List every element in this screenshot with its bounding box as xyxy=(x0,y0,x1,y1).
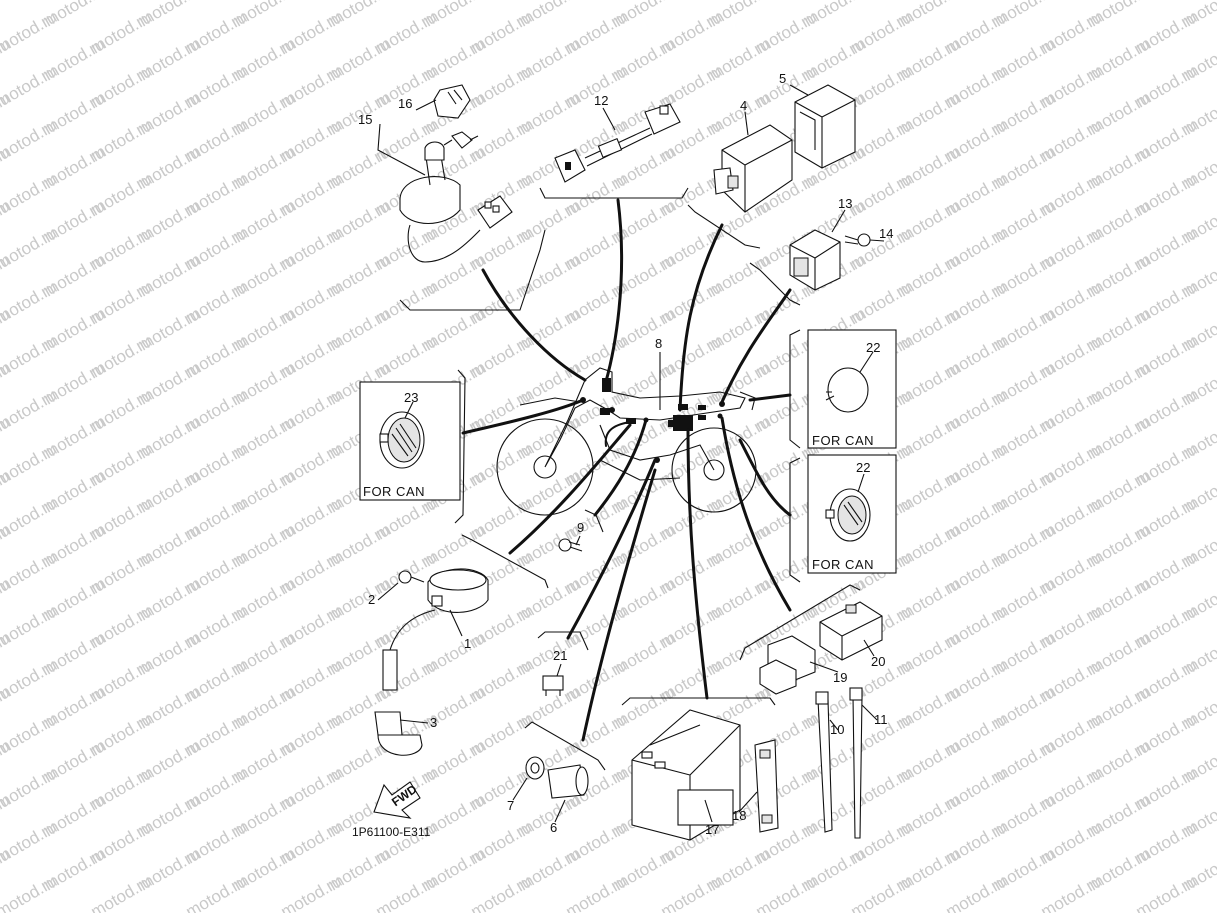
callout-12: 12 xyxy=(594,93,608,108)
callout-15: 15 xyxy=(358,112,372,127)
callout-6: 6 xyxy=(550,820,557,835)
horn-box xyxy=(359,381,461,501)
callout-19: 19 xyxy=(833,670,847,685)
callout-1: 1 xyxy=(464,636,471,651)
watermark-text: motod.ru xyxy=(468,871,536,913)
couplers xyxy=(759,601,883,695)
cdi-unit xyxy=(713,124,793,213)
watermark-text: motod.ru xyxy=(0,0,60,3)
battery xyxy=(631,709,741,841)
watermark-text: motod.ru xyxy=(1038,871,1106,913)
callout-13: 13 xyxy=(838,196,852,211)
callout-11: 11 xyxy=(874,712,888,727)
cable-ties xyxy=(815,687,863,839)
watermark-text: motod.ru xyxy=(0,0,13,30)
watermark-text: motod.ru xyxy=(848,871,916,913)
watermark-text: motod.ru xyxy=(278,871,346,913)
watermark-text: motod.ru xyxy=(373,871,441,913)
callout-21: 21 xyxy=(553,648,567,663)
leader-lines xyxy=(399,187,861,771)
callout-14: 14 xyxy=(879,226,893,241)
callout-20: 20 xyxy=(871,654,885,669)
callout-numbers: 1 2 3 4 5 6 7 8 9 10 11 12 13 14 15 16 1… xyxy=(358,71,893,837)
watermark-text: motod.ru xyxy=(183,871,251,913)
callout-5: 5 xyxy=(779,71,786,86)
watermark-text: motod.ru xyxy=(753,871,821,913)
bolt-9 xyxy=(558,538,583,552)
watermark-text: motod.ru xyxy=(943,871,1011,913)
watermark-text: motod.ru xyxy=(658,871,726,913)
reflector-box-lower xyxy=(807,454,897,574)
callout-9: 9 xyxy=(577,520,584,535)
main-switch-assembly xyxy=(399,84,513,263)
for-can-label-reflector-upper: FOR CAN xyxy=(812,433,874,448)
callout-2: 2 xyxy=(368,592,375,607)
callout-18: 18 xyxy=(732,808,746,823)
callout-22-lower: 22 xyxy=(856,460,870,475)
callout-16: 16 xyxy=(398,96,412,111)
callout-4: 4 xyxy=(740,98,747,113)
lead-wire xyxy=(554,103,681,183)
fuse xyxy=(542,675,564,696)
callout-17: 17 xyxy=(705,822,719,837)
callout-7: 7 xyxy=(507,798,514,813)
callout-22-upper: 22 xyxy=(866,340,880,355)
for-can-label-horn: FOR CAN xyxy=(363,484,425,499)
battery-band xyxy=(754,739,779,833)
watermark-text: motod.ru xyxy=(563,871,631,913)
relay xyxy=(789,229,871,291)
callout-3: 3 xyxy=(430,715,437,730)
watermark-text: motod.ru xyxy=(1133,871,1201,913)
callout-23: 23 xyxy=(404,390,418,405)
ignition-coil xyxy=(374,568,489,756)
watermark-text: motod.ru xyxy=(0,871,60,913)
watermark-text: motod.ru xyxy=(88,871,156,913)
neutral-switch xyxy=(525,756,589,799)
callout-10: 10 xyxy=(830,722,844,737)
callout-ticks xyxy=(377,84,885,823)
callout-8: 8 xyxy=(655,336,662,351)
drawing-code: 1P61100-E311 xyxy=(352,825,431,839)
reflector-box-upper xyxy=(807,329,897,449)
for-can-label-reflector-lower: FOR CAN xyxy=(812,557,874,572)
relay-cover xyxy=(794,84,856,169)
